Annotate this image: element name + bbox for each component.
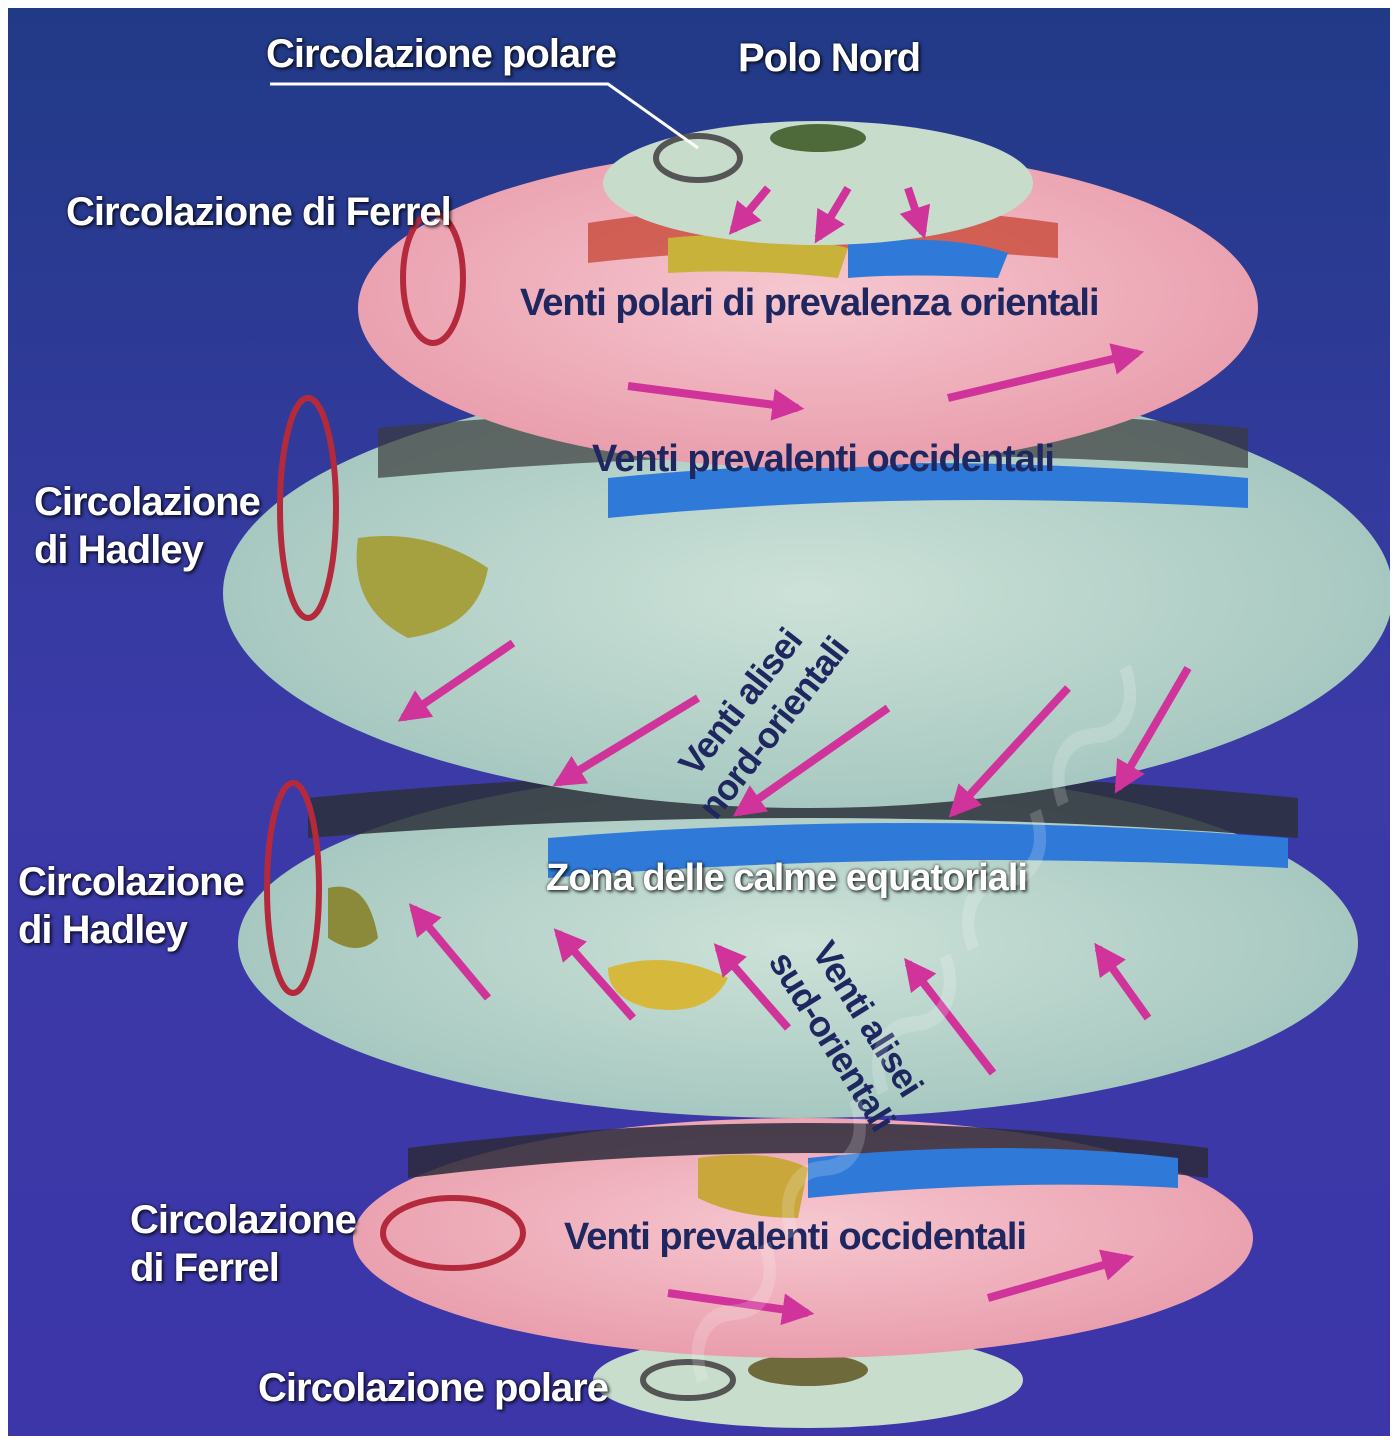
label-line: Circolazione xyxy=(34,478,260,526)
label-line: Circolazione xyxy=(130,1196,356,1244)
label-south-ferrel-cell: Circolazione di Ferrel xyxy=(130,1196,356,1292)
label-line: di Ferrel xyxy=(130,1244,356,1292)
label-south-polar-cell: Circolazione polare xyxy=(258,1364,608,1412)
label-south-hadley-cell: Circolazione di Hadley xyxy=(18,858,244,954)
label-north-hadley-cell: Circolazione di Hadley xyxy=(34,478,260,574)
label-polar-easterlies: Venti polari di prevalenza orientali xyxy=(520,282,1099,324)
label-north-ferrel-cell: Circolazione di Ferrel xyxy=(66,188,451,236)
label-north-polar-cell: Circolazione polare xyxy=(266,30,616,78)
label-line: di Hadley xyxy=(34,526,260,574)
label-north-pole: Polo Nord xyxy=(738,34,920,82)
label-line: Circolazione xyxy=(18,858,244,906)
diagram-frame: Circolazione polare Polo Nord Circolazio… xyxy=(8,8,1390,1436)
label-westerlies-north: Venti prevalenti occidentali xyxy=(592,438,1054,480)
label-line: di Hadley xyxy=(18,906,244,954)
